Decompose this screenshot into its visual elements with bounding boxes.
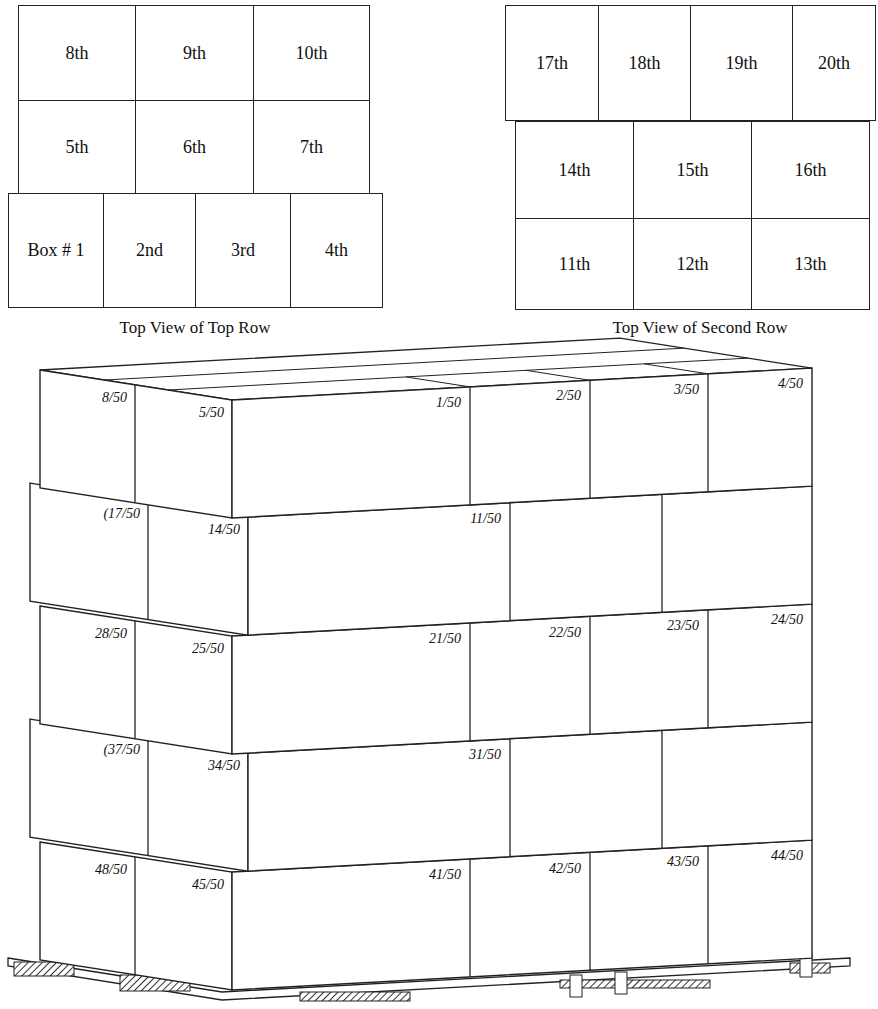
top-view-box: 18th — [598, 5, 691, 121]
top-view-box: 3rd — [195, 193, 291, 308]
top-view-box: 8th — [18, 5, 136, 101]
box-order-text: 16th — [794, 160, 826, 181]
box-edge — [589, 380, 590, 498]
box-count-label: 25/50 — [191, 641, 225, 656]
top-view-box: 10th — [253, 5, 370, 101]
top-view-box: 20th — [792, 5, 876, 121]
box-side-face — [40, 370, 232, 518]
box-order-text: 4th — [325, 240, 348, 261]
box-order-text: 8th — [65, 43, 88, 64]
top-view-box: 12th — [633, 218, 752, 310]
box-edge — [589, 852, 590, 970]
box-order-text: 3rd — [231, 240, 255, 261]
top-seam — [526, 370, 590, 380]
box-edge — [707, 846, 708, 964]
box-order-text: 17th — [536, 53, 568, 74]
box-count-label: 2/50 — [555, 388, 582, 403]
box-count-label: 28/50 — [94, 626, 128, 641]
box-count-label: 41/50 — [428, 867, 462, 882]
top-view-box: 4th — [290, 193, 383, 308]
box-count-label: 24/50 — [770, 612, 804, 627]
box-count-label: 3/50 — [673, 382, 700, 397]
box-count-label: 45/50 — [191, 877, 225, 892]
box-edge — [134, 621, 135, 739]
top-view-box: 9th — [135, 5, 254, 101]
box-count-label: 44/50 — [770, 848, 804, 863]
box-order-text: Box # 1 — [27, 240, 84, 261]
top-view-box: 16th — [751, 121, 870, 219]
box-order-text: 2nd — [136, 240, 163, 261]
box-count-label: 23/50 — [666, 618, 700, 633]
top-view-box: 7th — [253, 100, 370, 194]
box-order-text: 14th — [558, 160, 590, 181]
box-count-label: (17/50 — [102, 506, 141, 521]
box-count-label: 11/50 — [469, 511, 502, 526]
top-view-box: 14th — [515, 121, 634, 219]
box-order-text: 7th — [300, 137, 323, 158]
top-seam — [644, 364, 708, 374]
top-view-box: Box # 1 — [8, 193, 104, 308]
pallet-post — [615, 972, 627, 994]
box-order-text: 10th — [295, 43, 327, 64]
top-seam — [104, 348, 684, 380]
box-order-text: 20th — [818, 53, 850, 74]
box-count-label: 4/50 — [777, 376, 804, 391]
top-view-box: 5th — [18, 100, 136, 194]
box-edge — [147, 502, 148, 620]
box-count-label: 5/50 — [198, 405, 225, 420]
box-order-text: 18th — [628, 53, 660, 74]
box-edge — [469, 387, 470, 505]
view-caption: Top View of Second Row — [612, 318, 787, 338]
box-count-label: 22/50 — [548, 625, 582, 640]
top-view-box: 6th — [135, 100, 254, 194]
box-order-text: 11th — [559, 254, 590, 275]
box-edge — [661, 494, 662, 612]
box-count-label: 21/50 — [428, 631, 462, 646]
box-edge — [134, 385, 135, 503]
top-seam — [406, 377, 470, 387]
top-view-box: 15th — [633, 121, 752, 219]
box-count-label: 48/50 — [94, 862, 128, 877]
box-edge — [661, 730, 662, 848]
top-view-box: 13th — [751, 218, 870, 310]
box-count-label: 31/50 — [468, 747, 502, 762]
box-order-text: 15th — [676, 160, 708, 181]
top-view-box: 19th — [690, 5, 793, 121]
box-order-text: 12th — [676, 254, 708, 275]
box-count-label: 8/50 — [101, 390, 128, 405]
box-order-text: 6th — [183, 137, 206, 158]
box-count-label: 14/50 — [207, 522, 241, 537]
box-edge — [469, 859, 470, 977]
top-view-box: 17th — [505, 5, 599, 121]
box-edge — [707, 374, 708, 492]
pallet-post — [570, 975, 582, 997]
box-edge — [509, 503, 510, 621]
box-edge — [134, 857, 135, 975]
box-count-label: 1/50 — [435, 395, 462, 410]
box-order-text: 5th — [65, 137, 88, 158]
box-order-text: 13th — [794, 254, 826, 275]
box-count-label: 43/50 — [666, 854, 700, 869]
box-edge — [147, 738, 148, 856]
box-edge — [469, 623, 470, 741]
box-edge — [707, 610, 708, 728]
box-count-label: (37/50 — [102, 742, 141, 757]
box-front-face — [232, 368, 812, 518]
box-count-label: 34/50 — [207, 758, 241, 773]
box-edge — [589, 616, 590, 734]
top-view-box: 2nd — [103, 193, 196, 308]
box-count-label: 42/50 — [548, 861, 582, 876]
box-order-text: 19th — [725, 53, 757, 74]
view-caption: Top View of Top Row — [120, 318, 271, 338]
box-edge — [509, 739, 510, 857]
top-view-box: 11th — [515, 218, 634, 310]
pallet-block — [300, 992, 410, 1001]
box-order-text: 9th — [183, 43, 206, 64]
